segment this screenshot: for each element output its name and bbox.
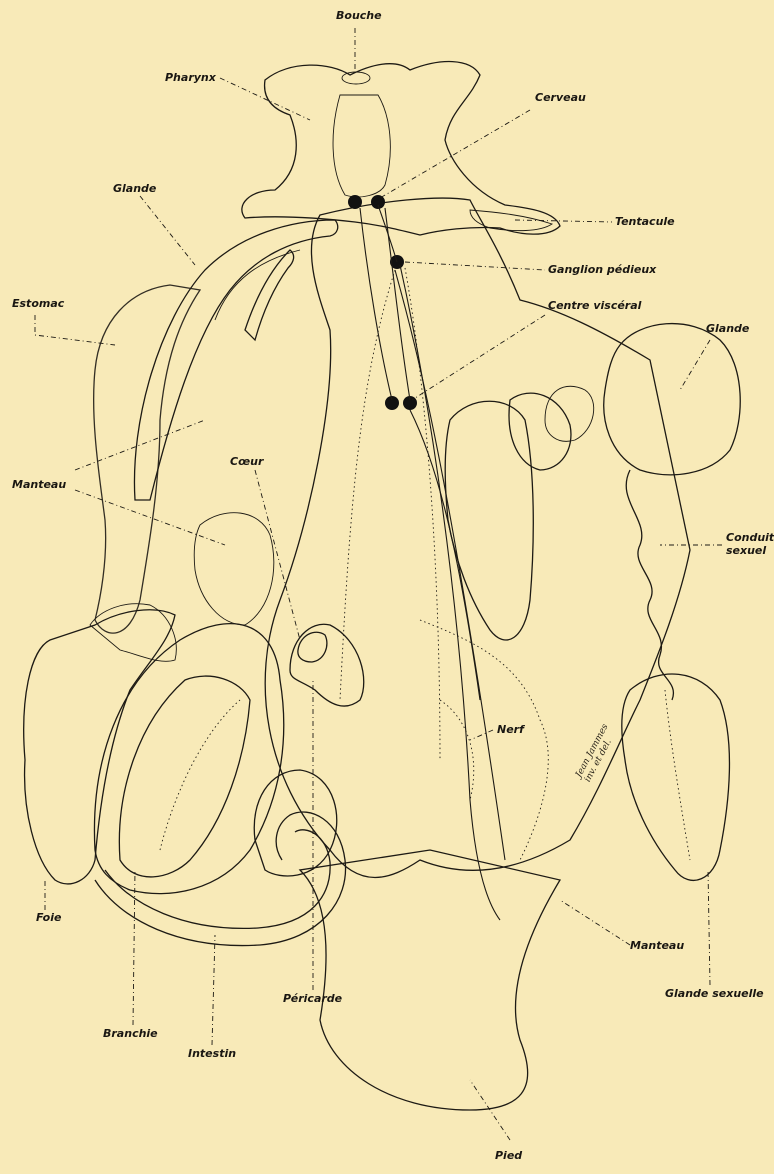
label-glande-right: Glande — [706, 323, 749, 334]
label-intestin: Intestin — [188, 1048, 236, 1059]
label-glande-sexuelle: Glande sexuelle — [665, 988, 764, 999]
leader-glande-right — [680, 340, 710, 390]
label-nerf: Nerf — [497, 724, 524, 735]
intestine-coil-shape — [254, 770, 337, 876]
label-branchie: Branchie — [103, 1028, 158, 1039]
leader-ganglion — [405, 262, 545, 270]
label-estomac: Estomac — [12, 298, 64, 309]
mantle-dotted-nerves — [420, 620, 548, 860]
cerebral-ganglion-left — [348, 195, 362, 209]
uterus-shape — [509, 393, 571, 470]
nerf-shape — [400, 265, 500, 920]
gland-duct-shape — [215, 250, 300, 320]
stomach-shape — [94, 285, 200, 633]
pharynx-shape — [333, 95, 390, 197]
foot-shape — [300, 850, 560, 1110]
label-conduit: Conduit — [726, 532, 774, 543]
label-glande-top: Glande — [113, 183, 156, 194]
label-pericarde: Péricarde — [283, 993, 342, 1004]
leader-tentacule — [515, 220, 612, 222]
gill-axis-shape — [160, 700, 240, 850]
cerebral-ganglion-right — [371, 195, 385, 209]
label-sexuel: sexuel — [726, 545, 766, 556]
pedal-nerves — [340, 268, 440, 760]
head-shape — [242, 62, 560, 235]
label-ganglion-pedieux: Ganglion pédieux — [548, 264, 656, 275]
label-foie: Foie — [36, 912, 61, 923]
liver-shape — [24, 610, 175, 884]
leader-glande-sexuelle — [708, 870, 710, 985]
right-gland-shape — [604, 324, 740, 475]
label-manteau-left: Manteau — [12, 479, 66, 490]
leader-glande-top — [140, 196, 195, 265]
mouth-shape — [342, 72, 370, 84]
leader-intestin — [212, 935, 215, 1045]
genital-duct-shape — [626, 470, 673, 700]
pallial-cavity-shape — [94, 624, 283, 894]
label-coeur: Cœur — [230, 456, 263, 467]
label-bouche: Bouche — [336, 10, 382, 21]
heart-chamber-shape — [194, 513, 274, 625]
right-gland-lobe-shape — [545, 386, 594, 441]
label-centre-visceral: Centre viscéral — [548, 300, 641, 311]
label-manteau-bottom: Manteau — [630, 940, 684, 951]
leader-nerf — [470, 730, 493, 740]
cerebro-pedal-connective — [378, 205, 397, 262]
pericardium-shape — [290, 624, 364, 706]
leader-estomac — [35, 315, 115, 345]
label-cerveau: Cerveau — [535, 92, 586, 103]
gonad-axis-shape — [665, 690, 690, 860]
label-pied: Pied — [495, 1150, 522, 1161]
gland-branch-shape — [245, 250, 294, 340]
leader-centre — [412, 315, 545, 400]
leader-cerveau — [380, 110, 530, 198]
visceral-connective — [360, 208, 410, 400]
leader-branchie — [133, 870, 135, 1025]
label-pharynx: Pharynx — [165, 72, 216, 83]
digestive-gland-shape — [445, 401, 533, 640]
heart-shape — [298, 632, 327, 662]
leader-coeur — [255, 470, 300, 640]
leader-manteau-3 — [560, 900, 630, 945]
label-tentacule: Tentacule — [615, 216, 675, 227]
gill-shape — [119, 676, 250, 877]
